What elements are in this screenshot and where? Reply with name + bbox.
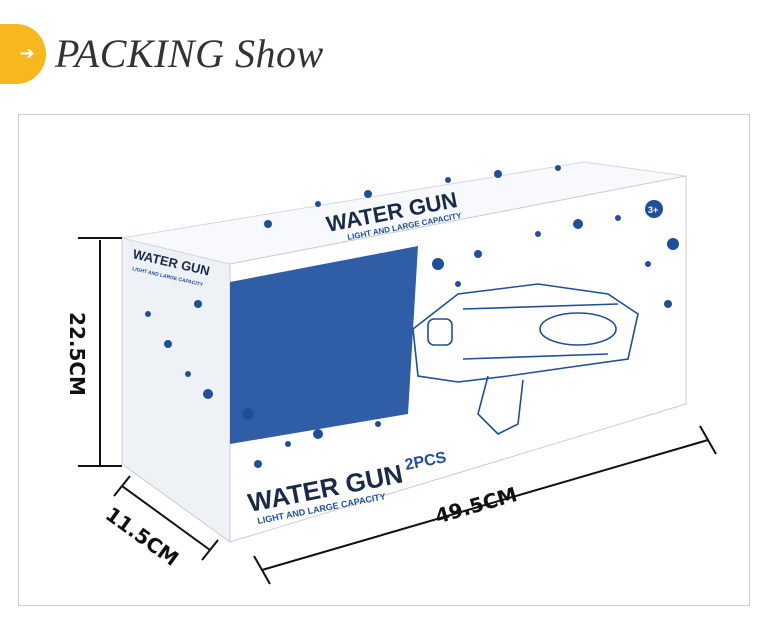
length-label: 49.5CM (432, 482, 519, 528)
box-side-panel (121, 237, 231, 543)
age-badge-icon (645, 200, 663, 218)
water-gun-outline (412, 283, 639, 435)
packaging-illustration: WATER GUN LIGHT AND LARGE CAPACITY 3+ WA… (65, 161, 717, 585)
splash-band (230, 246, 418, 444)
section-header: ➔ PACKING Show (0, 0, 770, 100)
height-label: 22.5CM (65, 312, 89, 396)
arrow-right-icon: ➔ (19, 43, 35, 64)
length-dimension-line (253, 425, 717, 585)
height-dimension-line (78, 237, 122, 467)
depth-label: 11.5CM (101, 502, 183, 571)
section-badge (0, 24, 46, 84)
section-title: PACKING Show (55, 31, 324, 76)
age-badge-text: 3+ (648, 205, 658, 215)
depth-dimension-line (113, 475, 219, 561)
